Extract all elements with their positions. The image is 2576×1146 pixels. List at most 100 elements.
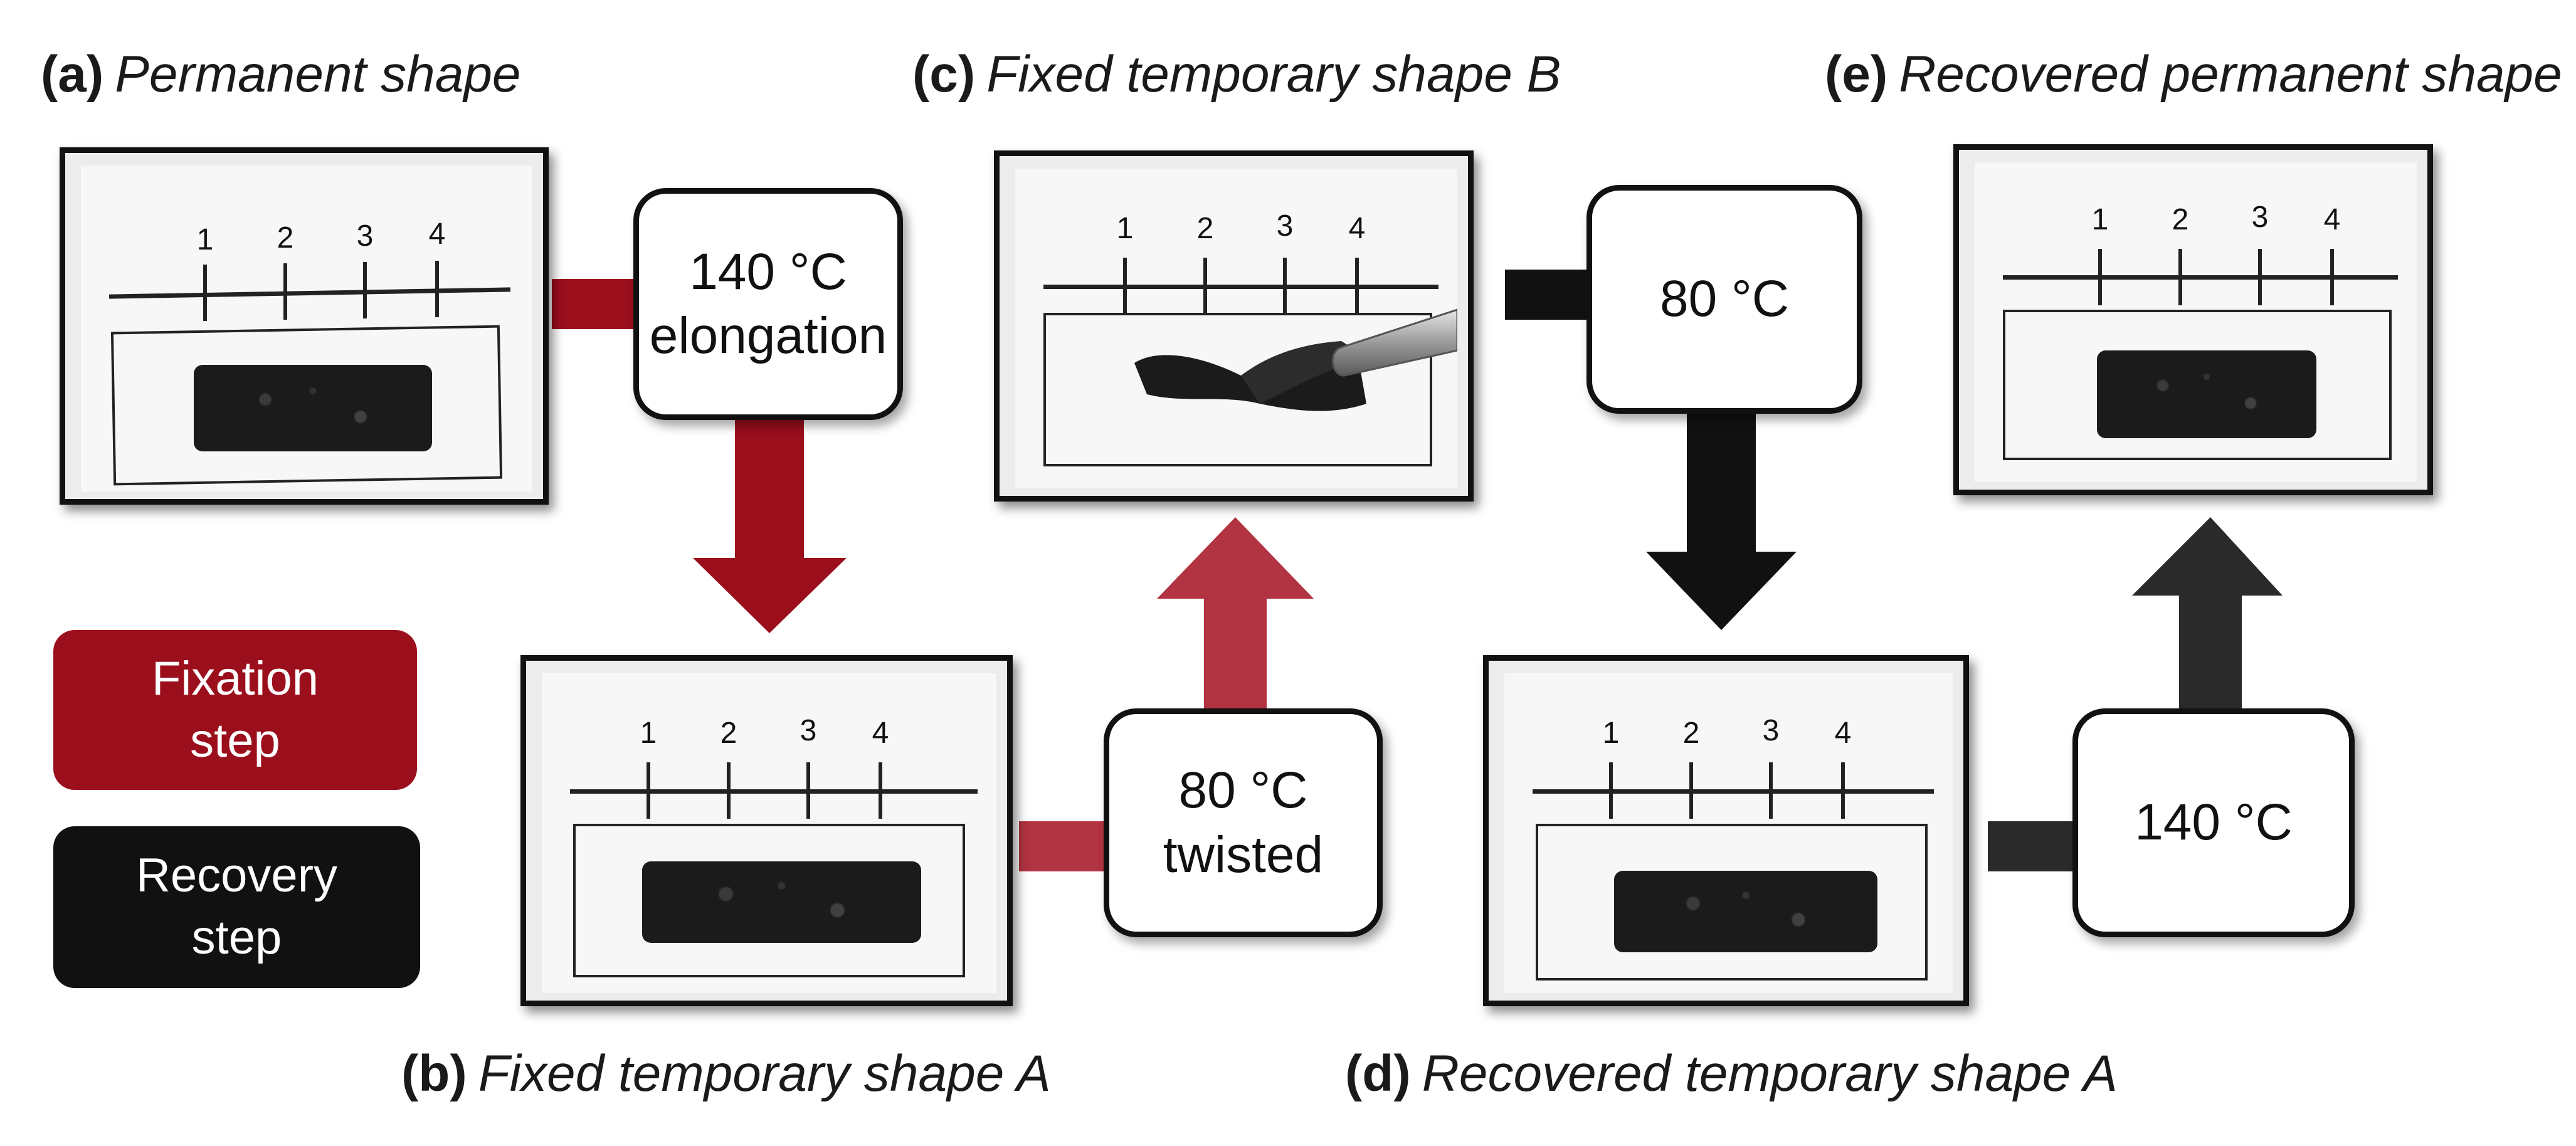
caption-e-tag: (e) (1825, 46, 1888, 103)
tick-label-2: 2 (1682, 717, 1700, 750)
caption-d-text: Recovered temporary shape A (1422, 1045, 2118, 1102)
ruler-tick (1355, 258, 1359, 314)
ruler-tick (727, 762, 731, 819)
ruler-tick (283, 263, 287, 320)
caption-a-tag: (a) (41, 46, 104, 103)
caption-b-text: Fixed temporary shape A (478, 1045, 1051, 1102)
caption-c: (c)Fixed temporary shape B (912, 49, 1561, 100)
ruler-tick (435, 261, 439, 317)
ruler (1043, 285, 1438, 289)
ruler (1533, 789, 1934, 794)
card-b: 1 2 3 4 (542, 673, 996, 993)
legend-fixation-line1: Fixation (151, 651, 319, 705)
card-frame (1043, 313, 1432, 466)
tick-label-4: 4 (1348, 212, 1366, 245)
tick-label-1: 1 (640, 717, 657, 750)
caption-a: (a)Permanent shape (41, 49, 521, 100)
card-frame (2003, 310, 2392, 460)
caption-e-text: Recovered permanent shape (1899, 46, 2562, 103)
ruler-tick (1609, 762, 1613, 819)
ruler-tick (363, 262, 367, 318)
ruler-tick (806, 762, 810, 819)
ruler-tick (1283, 258, 1287, 314)
legend-recovery-line2: step (191, 911, 282, 964)
ruler-tick (2098, 249, 2102, 305)
card-frame (573, 824, 965, 977)
card-frame (1536, 824, 1928, 980)
ruler-tick (879, 762, 882, 819)
tick-label-4: 4 (872, 717, 889, 750)
card-a: 1 2 3 4 (81, 166, 532, 492)
photo-panel-e: 1 2 3 4 (1953, 144, 2433, 495)
condition-step1-temp: 140 °C (689, 243, 847, 300)
arrow-step2-to-c (1157, 517, 1314, 708)
tick-label-2: 2 (277, 221, 294, 255)
condition-step2-mode: twisted (1163, 826, 1324, 883)
tick-label-2: 2 (1196, 212, 1214, 245)
tick-label-1: 1 (2091, 203, 2109, 236)
tick-label-3: 3 (2251, 201, 2269, 234)
ruler-tick (1123, 258, 1127, 314)
ruler-tick (1689, 762, 1693, 819)
condition-box-step1: 140 °C elongation (633, 188, 903, 420)
caption-c-tag: (c) (912, 46, 976, 103)
ruler-tick (647, 762, 650, 819)
ruler-tick (2178, 249, 2182, 305)
photo-panel-a: 1 2 3 4 (60, 147, 549, 505)
caption-b-tag: (b) (401, 1045, 467, 1102)
card-d: 1 2 3 4 (1504, 673, 1953, 993)
photo-panel-b: 1 2 3 4 (520, 655, 1013, 1006)
sample-permanent (194, 365, 432, 451)
ruler-tick (1769, 762, 1773, 819)
photo-panel-d: 1 2 3 4 (1483, 655, 1969, 1006)
connector-d-step4 (1988, 821, 2079, 871)
condition-box-step4: 140 °C (2072, 708, 2355, 937)
tick-label-3: 3 (1762, 714, 1780, 747)
connector-b-step2 (1019, 821, 1110, 871)
tick-label-1: 1 (1116, 212, 1134, 245)
sample-recovered-permanent (2097, 350, 2316, 438)
legend-fixation-line2: step (190, 713, 280, 767)
caption-e: (e)Recovered permanent shape (1825, 49, 2562, 100)
arrow-step4-to-e (2132, 517, 2283, 708)
ruler-tick (1841, 762, 1845, 819)
card-c: 1 2 3 4 (1015, 169, 1457, 488)
photo-panel-c: 1 2 3 4 (994, 150, 1474, 502)
caption-a-text: Permanent shape (115, 46, 521, 103)
ruler (108, 287, 511, 299)
caption-d: (d)Recovered temporary shape A (1345, 1048, 2118, 1100)
caption-c-text: Fixed temporary shape B (986, 46, 1561, 103)
condition-box-step3: 80 °C (1586, 185, 1862, 414)
sample-elongated (642, 861, 921, 943)
legend-fixation: Fixation step (53, 630, 417, 790)
tick-label-1: 1 (1602, 717, 1620, 750)
tick-label-2: 2 (2172, 203, 2189, 236)
ruler-tick (2258, 249, 2262, 305)
caption-d-tag: (d) (1345, 1045, 1411, 1102)
tick-label-3: 3 (800, 714, 817, 747)
condition-box-step2: 80 °C twisted (1104, 708, 1383, 937)
tick-label-4: 4 (428, 218, 446, 251)
ruler (2003, 275, 2398, 280)
condition-step3-temp: 80 °C (1659, 270, 1789, 328)
ruler-tick (203, 265, 207, 321)
arrow-step3-to-d (1646, 411, 1797, 630)
ruler-tick (1203, 258, 1207, 314)
tweezers-icon (1331, 308, 1457, 377)
sample-recovered-a (1614, 871, 1877, 952)
tick-label-3: 3 (356, 219, 374, 253)
connector-c-step3 (1505, 270, 1596, 320)
tick-label-4: 4 (2323, 203, 2341, 236)
ruler (570, 789, 978, 794)
condition-step2-temp: 80 °C (1178, 762, 1308, 819)
connector-a-step1 (552, 279, 643, 329)
tick-label-1: 1 (196, 223, 214, 256)
condition-step4-temp: 140 °C (2135, 794, 2293, 851)
ruler-tick (2330, 249, 2334, 305)
legend-recovery-line1: Recovery (136, 849, 337, 903)
tick-label-3: 3 (1276, 209, 1294, 243)
condition-step1-mode: elongation (649, 307, 887, 364)
tick-label-2: 2 (720, 717, 737, 750)
